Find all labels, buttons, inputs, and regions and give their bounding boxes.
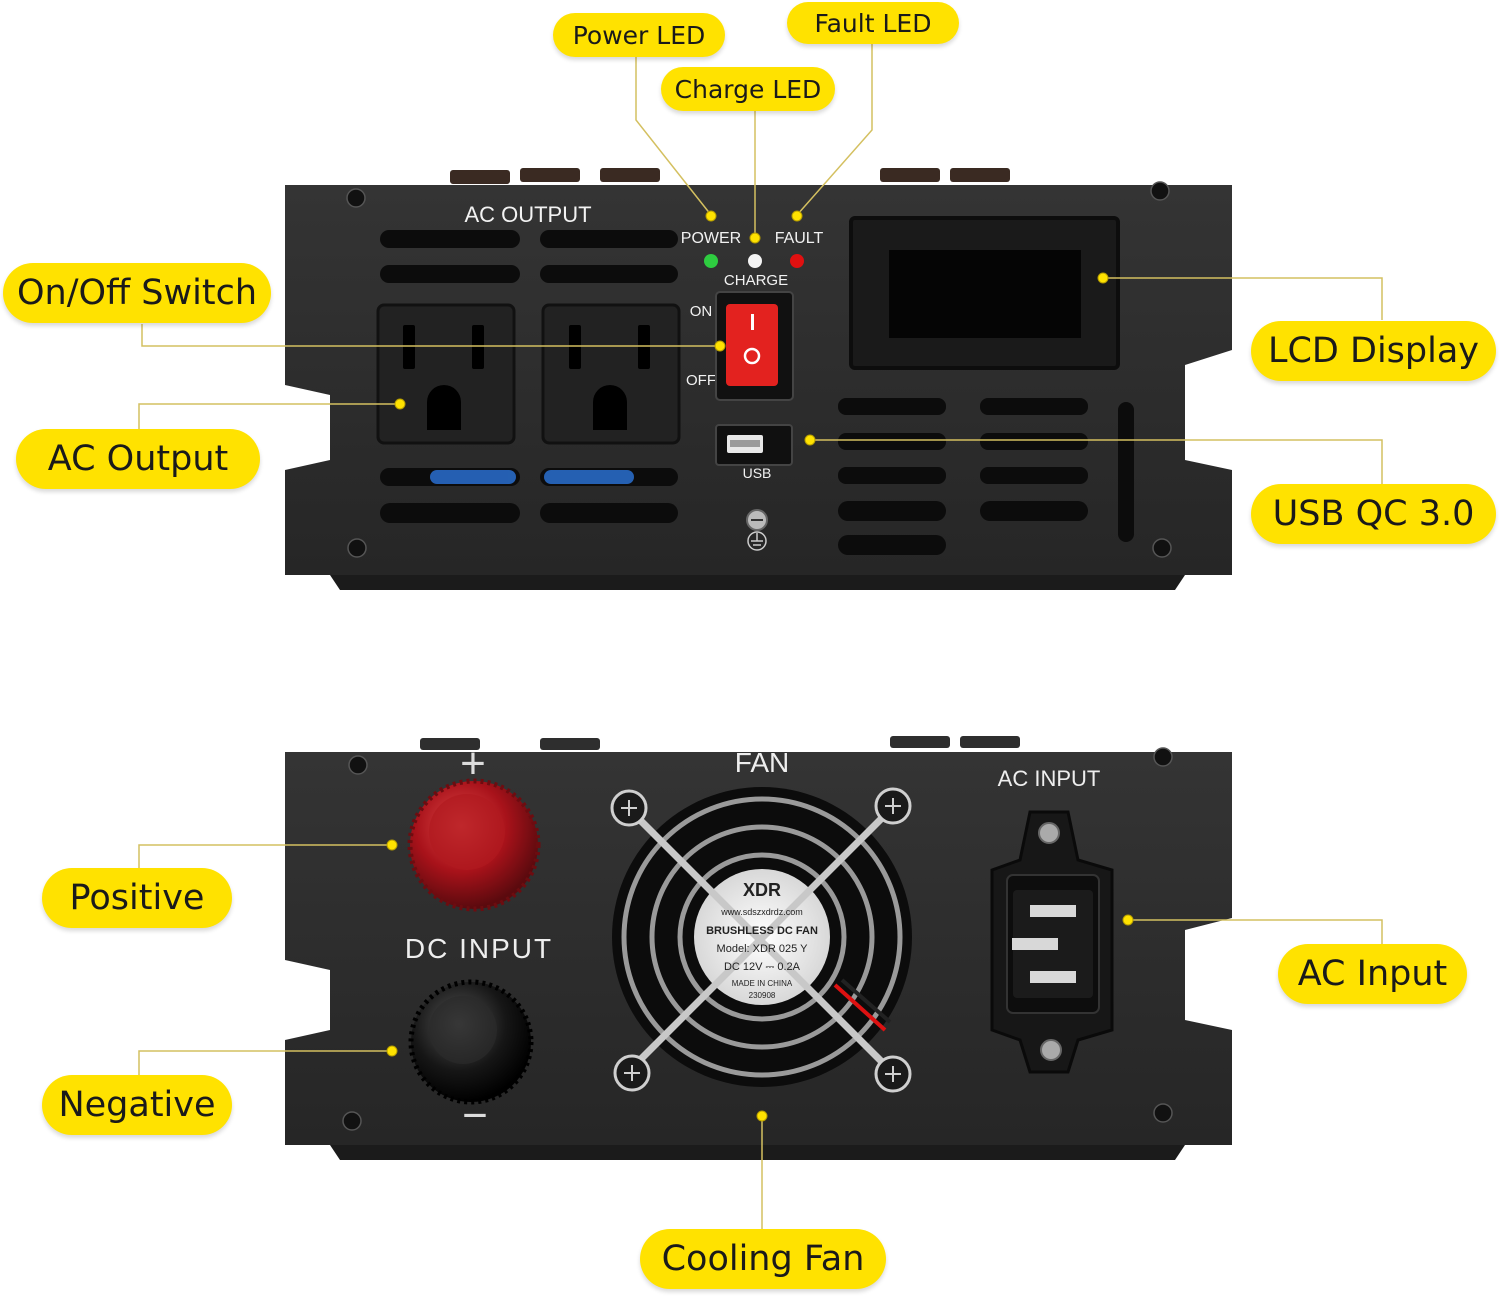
fan-sticker-brand: XDR [743,880,781,900]
negative-terminal [408,979,534,1105]
lcd-display [849,216,1120,370]
fault-led-label: FAULT [775,230,824,247]
fan-sticker-line3: DC 12V ⎓ 0.2A [724,961,801,973]
fan-sticker-line1: BRUSHLESS DC FAN [706,925,818,937]
front-panel: AC OUTPUT [285,168,1232,590]
callout-charge-led: Charge LED [661,67,835,111]
charge-led-label: CHARGE [724,272,788,289]
fan-sticker-line2: Model: XDR 025 Y [717,943,809,955]
charge-led [748,254,762,268]
callout-cooling-fan: Cooling Fan [640,1229,886,1289]
rear-panel: + − DC INPUT FAN AC INPUT [285,736,1232,1160]
on-off-switch[interactable] [715,291,794,401]
ac-output-label: AC OUTPUT [464,202,591,227]
positive-terminal [407,778,541,912]
fan-sticker-url: www.sdszxdrdz.com [720,907,803,917]
fan-label: FAN [735,747,789,778]
callout-lcd-display: LCD Display [1251,321,1496,381]
callout-fault-led: Fault LED [787,2,959,44]
ac-input-label: AC INPUT [998,766,1101,791]
ground-terminal [746,509,768,551]
leader-dots [386,210,1134,1122]
cooling-fan: XDR www.sdszxdrdz.com BRUSHLESS DC FAN M… [610,787,912,1093]
ac-outlet-2 [541,303,681,445]
switch-off-label: OFF [686,372,716,389]
power-led-label: POWER [681,230,741,247]
callout-power-led: Power LED [553,13,725,57]
fault-led [790,254,804,268]
callout-usb-qc: USB QC 3.0 [1251,484,1496,544]
callout-on-off-switch: On/Off Switch [3,263,271,323]
power-led [704,254,718,268]
callout-negative: Negative [42,1075,232,1135]
usb-label: USB [743,465,772,481]
ac-outlet-1 [376,303,516,445]
usb-port [715,424,793,466]
leader-lines [138,44,1383,1230]
dc-input-label: DC INPUT [405,933,553,964]
callout-ac-output: AC Output [16,429,260,489]
fan-sticker-line4: MADE IN CHINA [732,979,793,988]
callout-ac-input: AC Input [1278,944,1467,1004]
switch-on-label: ON [690,303,713,320]
callout-positive: Positive [42,868,232,928]
fan-sticker-line5: 230908 [749,991,776,1000]
ac-input-socket [990,810,1114,1074]
